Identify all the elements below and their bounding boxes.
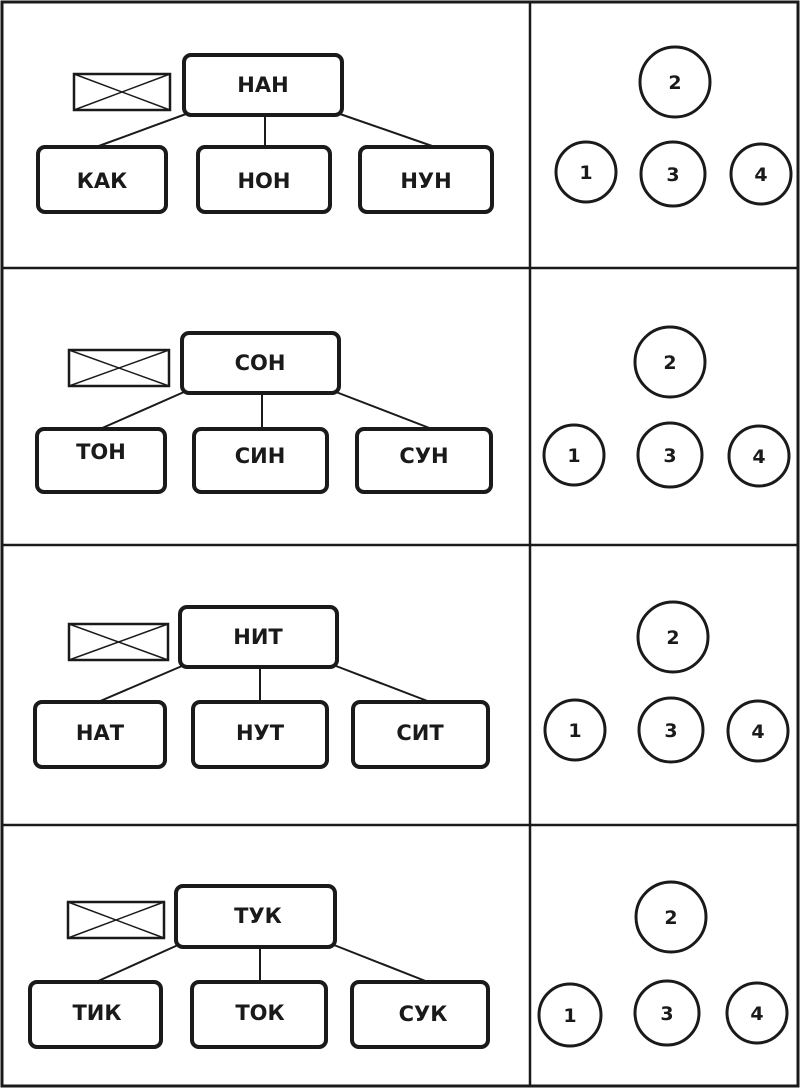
number-circle[interactable] <box>729 142 793 206</box>
top-word-box <box>182 53 344 117</box>
number-circle[interactable] <box>636 600 710 674</box>
number-circle[interactable] <box>727 424 791 488</box>
crossed-rectangle-icon <box>72 72 172 112</box>
top-word-box <box>178 605 339 669</box>
child-word-box <box>33 700 167 769</box>
child-word-box <box>35 427 167 494</box>
child-word: ТОК <box>235 1001 284 1025</box>
number-circles-row-3: 2 1 3 4 <box>543 600 790 764</box>
top-word-box <box>174 884 337 949</box>
crossed-rectangle-icon <box>67 622 170 662</box>
tree-connector <box>335 665 431 703</box>
number-circle[interactable] <box>726 699 790 763</box>
child-word-box <box>192 427 329 494</box>
tree-connector <box>339 113 436 148</box>
circle-number: 3 <box>666 164 679 186</box>
child-word-box <box>351 700 490 769</box>
number-circle[interactable] <box>543 698 607 762</box>
circle-number: 2 <box>668 72 681 94</box>
circle-number: 2 <box>666 627 679 649</box>
child-word-box <box>191 700 329 769</box>
tree-connector <box>97 665 183 703</box>
number-circle[interactable] <box>537 982 603 1048</box>
number-circle[interactable] <box>638 45 712 119</box>
circle-number: 4 <box>754 164 767 186</box>
child-word: НОН <box>237 169 290 193</box>
number-circles-row-1: 2 1 3 4 <box>554 45 793 208</box>
number-circle[interactable] <box>725 981 789 1045</box>
number-circle[interactable] <box>636 421 704 489</box>
number-circle[interactable] <box>542 423 606 487</box>
child-word: СУН <box>399 444 448 468</box>
top-word: СОН <box>235 351 286 375</box>
circle-number: 1 <box>579 162 592 184</box>
circle-number: 2 <box>664 907 677 929</box>
child-word-box <box>190 980 328 1049</box>
child-word: НАТ <box>76 721 125 745</box>
tree-connector <box>335 391 433 430</box>
top-word: НИТ <box>233 625 283 649</box>
child-word: ТИК <box>72 1001 121 1025</box>
circle-number: 4 <box>751 721 764 743</box>
circle-number: 3 <box>660 1003 673 1025</box>
number-circles-row-2: 2 1 3 4 <box>542 325 791 489</box>
tree-connector <box>99 391 185 430</box>
circle-number: 1 <box>568 720 581 742</box>
circle-number: 1 <box>567 445 580 467</box>
number-circle[interactable] <box>637 696 705 764</box>
child-word-box <box>358 145 494 214</box>
top-word-box <box>180 331 341 395</box>
circle-number: 4 <box>750 1003 763 1025</box>
word-tree-row-1: НАН КАК НОН НУН <box>36 53 494 214</box>
number-circle[interactable] <box>634 880 708 954</box>
number-circle[interactable] <box>639 140 707 208</box>
circle-number: 4 <box>752 446 765 468</box>
top-word: НАН <box>237 73 288 97</box>
number-circle[interactable] <box>554 140 618 204</box>
circle-number: 1 <box>563 1005 576 1027</box>
child-word-box <box>350 980 490 1049</box>
child-word-box <box>355 427 493 494</box>
tree-connector <box>95 113 187 148</box>
word-tree-row-3: НИТ НАТ НУТ СИТ <box>33 605 490 769</box>
number-circle[interactable] <box>633 325 707 399</box>
child-word-box <box>28 980 163 1049</box>
child-word-box <box>36 145 168 214</box>
child-word: СИТ <box>396 721 444 745</box>
tree-connector <box>95 944 179 983</box>
child-word: НУТ <box>236 721 285 745</box>
circle-number: 3 <box>663 445 676 467</box>
top-word: ТУК <box>234 904 282 928</box>
word-tree-row-2: СОН ТОН СИН СУН <box>35 331 493 494</box>
number-circles-row-4: 2 1 3 4 <box>537 880 789 1048</box>
child-word: ТОН <box>76 440 126 464</box>
child-word: СИН <box>235 444 286 468</box>
child-word: НУН <box>400 169 451 193</box>
child-word-box <box>196 145 332 214</box>
child-word: СУК <box>399 1002 448 1026</box>
circle-number: 3 <box>664 720 677 742</box>
number-circle[interactable] <box>633 979 701 1047</box>
circle-number: 2 <box>663 352 676 374</box>
child-word: КАК <box>77 169 128 193</box>
crossed-rectangle-icon <box>67 348 171 388</box>
crossed-rectangle-icon <box>66 900 166 940</box>
word-tree-row-4: ТУК ТИК ТОК СУК <box>28 884 490 1049</box>
tree-connector <box>333 944 429 983</box>
